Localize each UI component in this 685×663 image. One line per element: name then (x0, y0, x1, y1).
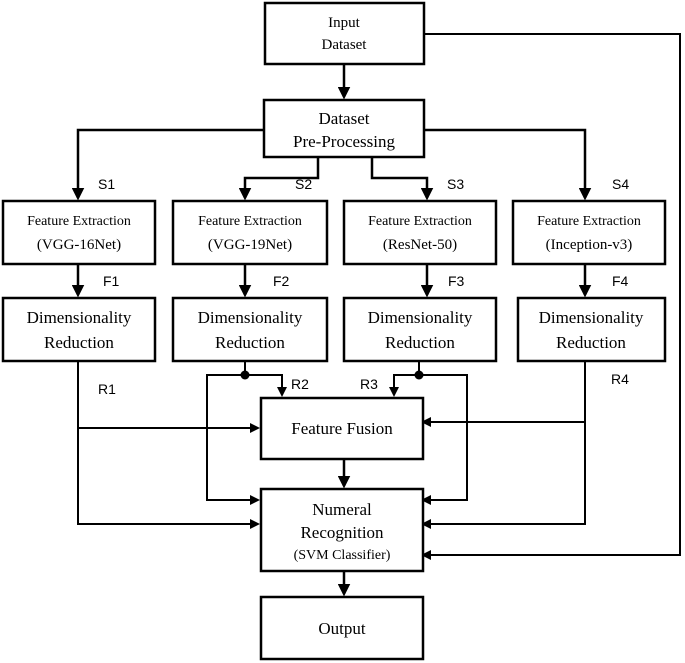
edge-dr3-fusion (389, 374, 419, 397)
edge-dr2-fusion (245, 374, 287, 397)
edge-dr4-fusion (421, 361, 586, 427)
node-fusion: Feature Fusion (259, 396, 425, 461)
node-input-line2: Dataset (322, 37, 368, 53)
node-input: Input Dataset (263, 1, 426, 66)
edge-dr2-recognition (206, 374, 260, 505)
node-recognition-line3: (SVM Classifier) (294, 548, 391, 563)
node-fe3: Feature Extraction (ResNet-50) (342, 199, 498, 266)
edge-input-recognition (421, 33, 681, 560)
node-dr4-line2: Reduction (556, 333, 626, 352)
node-dr3-line2: Reduction (385, 333, 455, 352)
node-fe1-line2: (VGG-16Net) (37, 237, 121, 253)
label-f3: F3 (448, 273, 465, 289)
node-dr1-line2: Reduction (44, 333, 114, 352)
node-dr4: Dimensionality Reduction (516, 296, 667, 363)
node-dr1-line1: Dimensionality (27, 308, 132, 327)
node-fe3-line2: (ResNet-50) (383, 237, 457, 253)
node-fe2-line2: (VGG-19Net) (208, 237, 292, 253)
node-dr4-line1: Dimensionality (539, 308, 644, 327)
node-preprocess-line2: Pre-Processing (293, 132, 395, 151)
node-fe4-line1: Feature Extraction (537, 214, 641, 229)
node-fe4: Feature Extraction (Inception-v3) (511, 199, 667, 266)
node-output-line1: Output (318, 619, 366, 638)
edge-preprocess-fe2 (238, 157, 320, 201)
node-recognition: Numeral Recognition (SVM Classifier) (259, 487, 425, 573)
node-recognition-line1: Numeral (312, 500, 372, 519)
label-r3: R3 (360, 376, 378, 392)
node-fe2-line1: Feature Extraction (198, 214, 302, 229)
label-r2: R2 (291, 376, 309, 392)
node-fe4-line2: (Inception-v3) (546, 237, 633, 253)
node-fe1: Feature Extraction (VGG-16Net) (1, 199, 157, 266)
node-dr2-line1: Dimensionality (198, 308, 303, 327)
node-recognition-line2: Recognition (300, 523, 384, 542)
edge-dr4-recognition (421, 422, 586, 529)
edge-dr1-recognition (77, 428, 260, 529)
label-s1: S1 (98, 176, 115, 192)
node-output: Output (259, 595, 425, 661)
node-fe1-line1: Feature Extraction (27, 214, 131, 229)
node-dr3: Dimensionality Reduction (342, 296, 498, 363)
node-dr1: Dimensionality Reduction (1, 296, 157, 363)
label-f4: F4 (612, 273, 629, 289)
node-fe2: Feature Extraction (VGG-19Net) (171, 199, 329, 266)
node-preprocess-line1: Dataset (319, 109, 370, 128)
connectors (71, 33, 681, 597)
node-input-line1: Input (328, 15, 360, 31)
node-dr2-line2: Reduction (215, 333, 285, 352)
label-r1: R1 (98, 381, 116, 397)
edge-dr3-recognition (419, 374, 468, 505)
node-fusion-line1: Feature Fusion (291, 419, 393, 438)
edge-labels: S1 S2 S3 S4 F1 F2 F3 F4 R1 R2 R3 R4 (98, 176, 629, 397)
edge-preprocess-fe1 (71, 128, 264, 201)
label-f1: F1 (103, 273, 120, 289)
label-s3: S3 (447, 176, 464, 192)
node-preprocess: Dataset Pre-Processing (262, 98, 426, 159)
node-dr3-line1: Dimensionality (368, 308, 473, 327)
edge-preprocess-fe3 (370, 157, 434, 201)
edge-preprocess-fe4 (424, 128, 592, 201)
node-fe3-line1: Feature Extraction (368, 214, 472, 229)
label-r4: R4 (611, 371, 629, 387)
node-dr2: Dimensionality Reduction (171, 296, 329, 363)
label-s4: S4 (612, 176, 629, 192)
label-s2: S2 (295, 176, 312, 192)
label-f2: F2 (273, 273, 290, 289)
